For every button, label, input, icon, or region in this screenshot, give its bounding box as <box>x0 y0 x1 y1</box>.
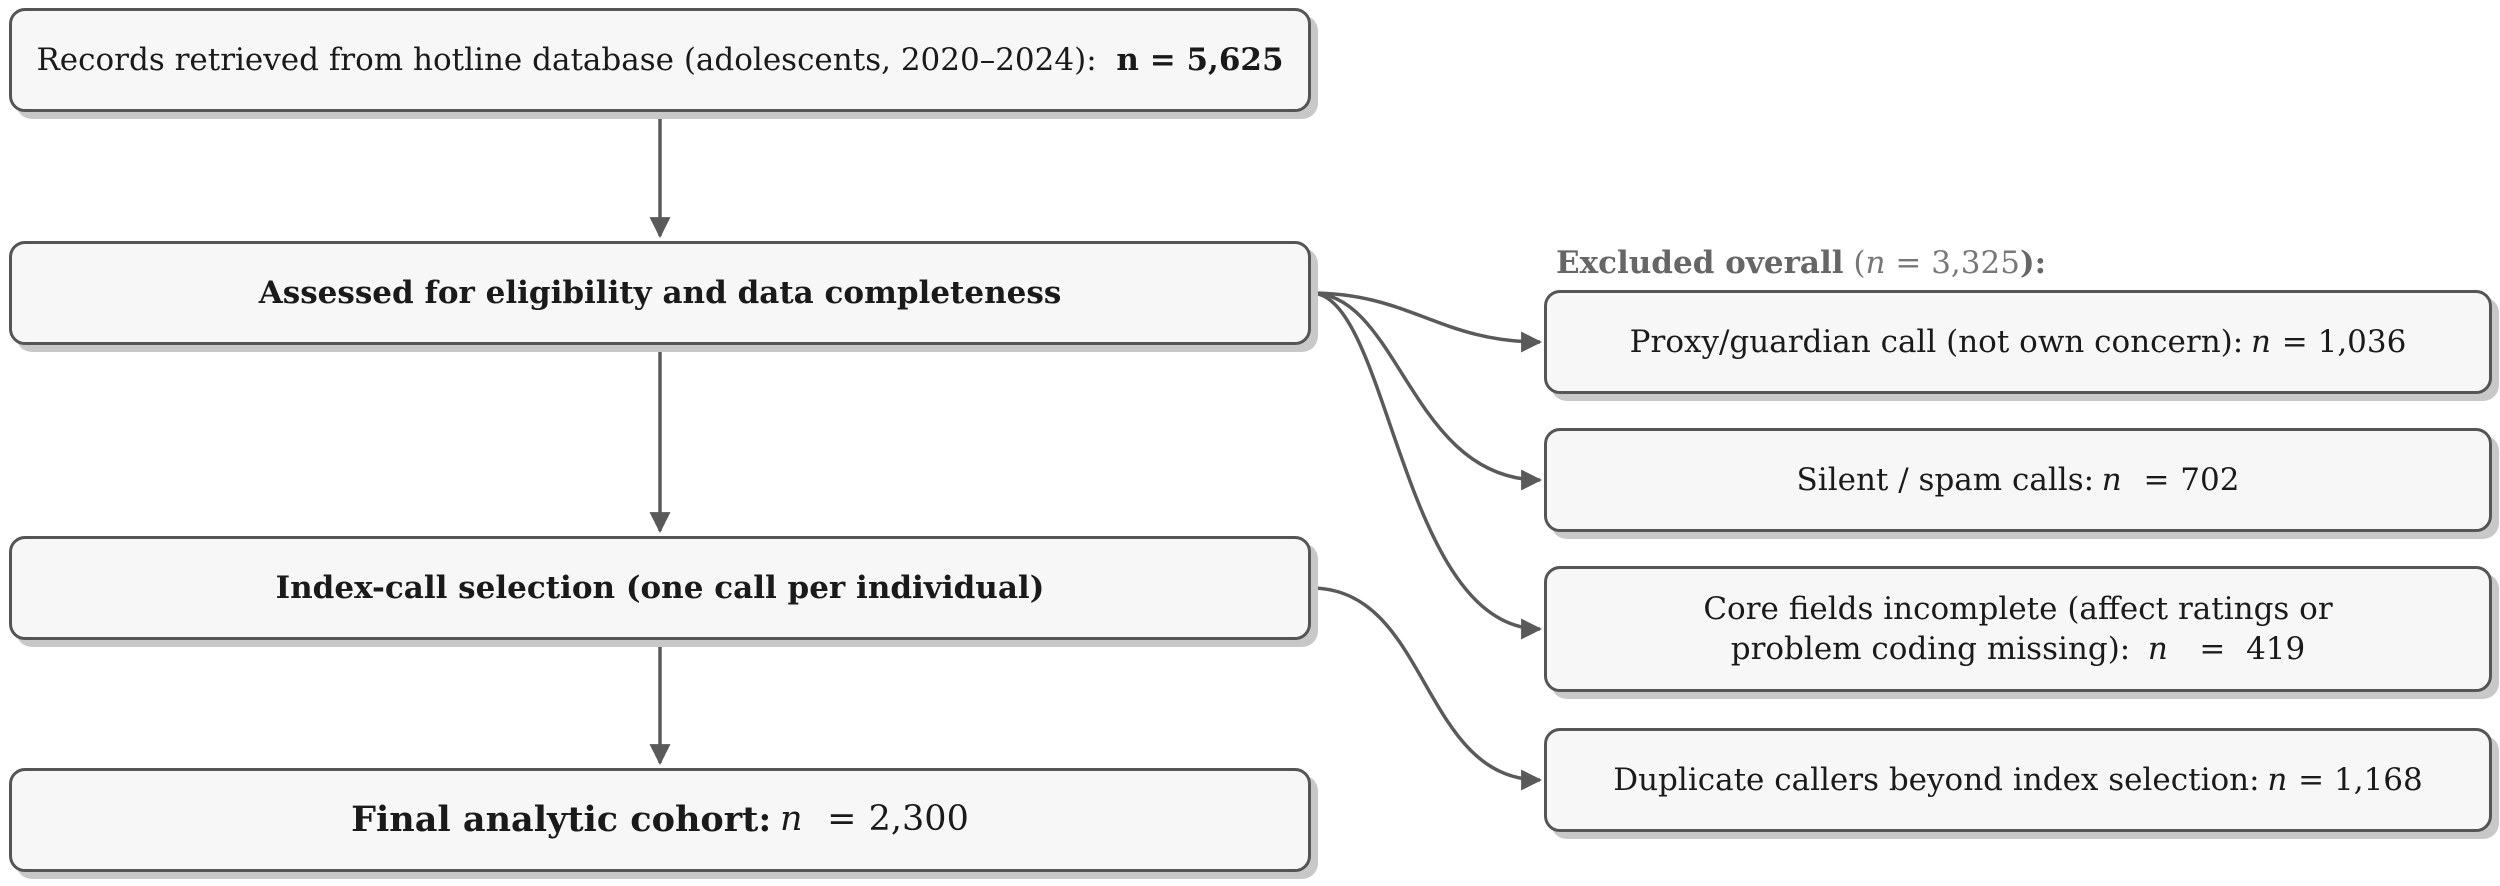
excluded-overall-label: Excluded overall <box>1556 245 1844 281</box>
exclusion-silent-count: 702 <box>2180 461 2240 498</box>
eligibility-assessment-box: Assessed for eligibility and data comple… <box>9 241 1311 345</box>
index-call-selection-box: Index-call selection (one call per indiv… <box>9 536 1311 640</box>
exclusion-core-count: 419 <box>2246 631 2306 667</box>
final-cohort-count: 2,300 <box>868 799 969 840</box>
exclusion-duplicates-text: Duplicate callers beyond index selection… <box>1613 761 2260 798</box>
arrow-assessed-to-proxy <box>1310 291 1543 353</box>
final-cohort-equals: = <box>827 799 857 840</box>
exclusion-core-line2: problem coding missing): <box>1730 631 2131 667</box>
excluded-overall-close: ): <box>2019 245 2047 281</box>
excluded-overall-n-symbol: n <box>1865 245 1886 281</box>
final-cohort-box: Final analytic cohort: n = 2,300 <box>9 768 1311 872</box>
excluded-overall-open-paren: ( <box>1853 245 1866 281</box>
final-cohort-n-symbol: n <box>780 799 803 840</box>
index-call-selection-text: Index-call selection (one call per indiv… <box>275 569 1045 606</box>
exclusion-box-duplicates: Duplicate callers beyond index selection… <box>1544 728 2492 832</box>
exclusion-core-n-symbol: n <box>2147 631 2168 667</box>
exclusion-silent-text: Silent / spam calls: <box>1796 461 2095 498</box>
exclusion-core-text-block: Core fields incomplete (affect ratings o… <box>1703 589 2332 670</box>
exclusion-proxy-n-symbol: n <box>2250 323 2271 360</box>
exclusion-duplicates-n-symbol: n <box>2267 761 2288 798</box>
exclusion-box-silent-spam: Silent / spam calls: n = 702 <box>1544 428 2492 532</box>
excluded-overall-heading: Excluded overall (n = 3,325): <box>1556 245 2046 281</box>
exclusion-duplicates-equals: = <box>2298 761 2325 798</box>
exclusion-core-line2-row: problem coding missing): n = 419 <box>1703 629 2332 669</box>
exclusion-core-equals: = <box>2199 631 2226 667</box>
records-retrieved-text: Records retrieved from hotline database … <box>36 41 1097 78</box>
exclusion-silent-n-symbol: n <box>2101 461 2122 498</box>
exclusion-box-proxy: Proxy/guardian call (not own concern): n… <box>1544 290 2492 394</box>
exclusion-box-core-fields: Core fields incomplete (affect ratings o… <box>1544 566 2492 692</box>
excluded-overall-count: = 3,325 <box>1895 245 2020 281</box>
exclusion-proxy-equals: = <box>2281 323 2308 360</box>
exclusion-proxy-text: Proxy/guardian call (not own concern): <box>1629 323 2244 360</box>
eligibility-assessment-text: Assessed for eligibility and data comple… <box>258 274 1062 311</box>
exclusion-core-line1: Core fields incomplete (affect ratings o… <box>1703 590 2333 627</box>
records-count: n = 5,625 <box>1116 41 1284 78</box>
arrow-assessed-to-silent <box>1310 291 1543 491</box>
arrow-index-to-duplicate <box>1310 586 1543 791</box>
exclusion-proxy-count: 1,036 <box>2317 323 2407 360</box>
records-retrieved-box: Records retrieved from hotline database … <box>9 8 1311 112</box>
final-cohort-label: Final analytic cohort: <box>351 799 772 841</box>
arrow-assessed-to-core <box>1310 291 1543 640</box>
exclusion-duplicates-count: 1,168 <box>2334 761 2423 798</box>
exclusion-silent-equals: = <box>2143 461 2170 498</box>
